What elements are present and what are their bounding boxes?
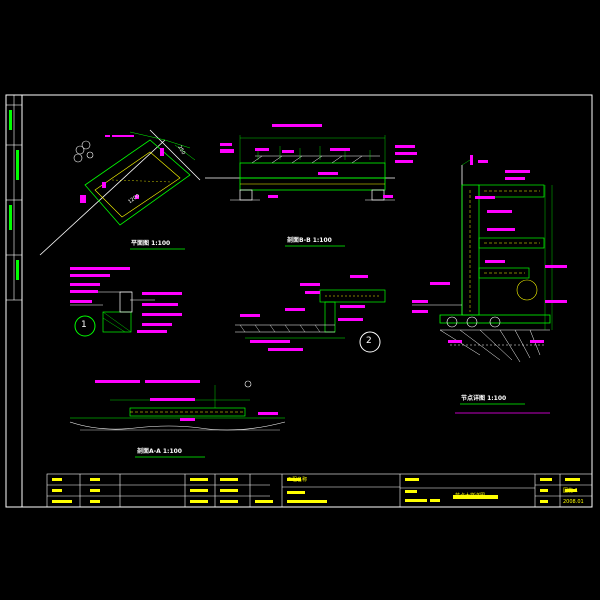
drawing-frame (21, 94, 593, 508)
detail-2-annotations (240, 275, 368, 351)
side-section-annotations (412, 155, 567, 343)
sheet-number: 园施-1 (563, 488, 578, 494)
project-name: 工程名称 (287, 477, 308, 483)
plan-view (39, 129, 201, 256)
drawing-date: 2008.01 (563, 499, 584, 505)
section-aa-annotations (95, 380, 278, 421)
binding-strip-text (9, 110, 19, 280)
side-section-view (412, 159, 553, 363)
binding-strip (6, 95, 22, 301)
title-block-fill-text (52, 478, 580, 503)
view-title-underlines (130, 245, 550, 458)
sheet-border (5, 94, 593, 508)
detail-marker-2: 2 (366, 336, 372, 346)
detail-marker-1: 1 (81, 320, 87, 330)
title-block (46, 473, 593, 508)
section-bb-view (205, 135, 395, 201)
section-bb-title: 剖面B-B 1:100 (287, 237, 332, 244)
section-aa-view (69, 380, 286, 431)
detail-2-view (235, 289, 386, 353)
plan-view-title: 平面图 1:100 (131, 240, 171, 247)
drawing-title: 节点大样详图 (455, 493, 486, 499)
detail-1-annotations (70, 267, 182, 333)
section-bb-annotations (220, 124, 417, 198)
section-aa-title: 剖面A-A 1:100 (137, 448, 182, 455)
plan-annotations (80, 135, 164, 203)
side-section-title: 节点详图 1:100 (461, 395, 507, 402)
detail-1-view (70, 291, 155, 337)
